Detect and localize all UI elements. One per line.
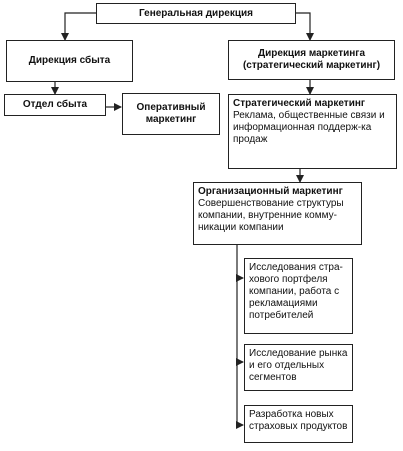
arrow-general-to-marketing-dir bbox=[296, 12, 314, 41]
organizational-marketing-box: Организационный маркетинг Совершенствова… bbox=[193, 182, 362, 245]
insurance-portfolio-research-box: Исследования стра-хового портфеля компан… bbox=[244, 258, 353, 334]
general-directorate-label: Генеральная дирекция bbox=[138, 7, 253, 19]
new-products-box: Разработка новых страховых продуктов bbox=[244, 405, 353, 443]
organizational-marketing-title: Организационный маркетинг bbox=[198, 186, 343, 197]
organizational-marketing-desc: Совершенствование структуры компании, вн… bbox=[198, 198, 344, 233]
strategic-marketing-desc: Реклама, общественные связи и информацио… bbox=[233, 110, 385, 145]
operative-marketing-line2: маркетинг bbox=[145, 114, 197, 125]
new-products-text: Разработка новых страховых продуктов bbox=[249, 409, 348, 432]
sales-department-box: Отдел сбыта bbox=[4, 94, 106, 116]
arrow-organizational-to-research bbox=[236, 245, 244, 282]
arrow-general-to-sales-dir bbox=[61, 12, 96, 41]
strategic-marketing-title: Стратегический маркетинг bbox=[233, 98, 366, 109]
market-research-box: Исследование рынка и его отдельных сегме… bbox=[244, 344, 353, 391]
marketing-directorate-line2: (стратегический маркетинг) bbox=[242, 60, 381, 71]
sales-directorate-label: Дирекция сбыта bbox=[28, 55, 111, 66]
sales-directorate-box: Дирекция сбыта bbox=[6, 40, 133, 82]
insurance-portfolio-research-text: Исследования стра-хового портфеля компан… bbox=[249, 262, 343, 321]
general-directorate-box: Генеральная дирекция bbox=[96, 3, 296, 24]
operative-marketing-line1: Оперативный bbox=[136, 102, 206, 113]
market-research-text: Исследование рынка и его отдельных сегме… bbox=[249, 348, 348, 383]
marketing-directorate-line1: Дирекция маркетинга bbox=[257, 48, 366, 59]
marketing-directorate-box: Дирекция маркетинга (стратегический марк… bbox=[228, 40, 395, 80]
arrow-to-market-research bbox=[236, 278, 244, 366]
sales-department-label: Отдел сбыта bbox=[22, 99, 88, 110]
strategic-marketing-box: Стратегический маркетинг Реклама, общест… bbox=[228, 94, 397, 169]
arrow-to-new-products bbox=[236, 362, 244, 429]
operative-marketing-box: Оперативный маркетинг bbox=[122, 93, 220, 135]
